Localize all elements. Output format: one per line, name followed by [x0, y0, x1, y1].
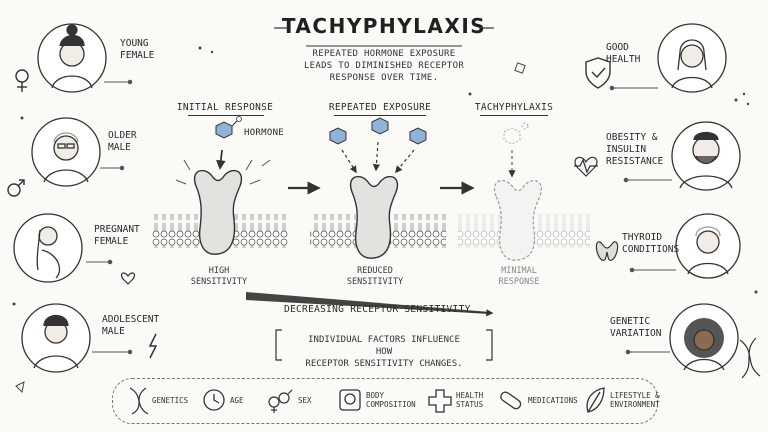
hormone-molecule-1 [215, 116, 242, 139]
receptor-high-sensitivity [193, 169, 243, 255]
factor-age: AGE [230, 396, 244, 405]
shield-check-icon [585, 57, 611, 89]
lightning-icon [148, 333, 158, 359]
decorative-triangle [15, 381, 25, 394]
portrait-young-female [37, 23, 107, 93]
portrait-obesity [671, 121, 741, 191]
caption-minimal-response: MINIMAL RESPONSE [498, 266, 540, 287]
factors-bar [112, 378, 658, 424]
portrait-genetic-variation [669, 303, 739, 373]
decorative-square [514, 62, 526, 74]
portrait-thyroid [675, 213, 741, 279]
portrait-good-health [657, 23, 727, 93]
dna-side-icon [739, 337, 761, 379]
stage-label-underline-2 [334, 115, 426, 116]
portrait-pregnant-female [13, 213, 83, 283]
note-bracket-left [275, 329, 282, 361]
factor-genetics: GENETICS [152, 396, 189, 405]
medical-cross-icon [428, 389, 452, 413]
decreasing-sensitivity-wedge [246, 292, 490, 314]
hormone-arrow-1 [216, 149, 226, 170]
clock-icon [203, 389, 225, 411]
hormone-arrow-2a [341, 149, 357, 174]
scale-icon [339, 389, 361, 411]
stage-label-underline-3 [480, 115, 548, 116]
female-symbol-icon [15, 69, 29, 92]
hormone-arrow-2b [372, 141, 381, 172]
note-bracket-right [486, 329, 493, 361]
title-underline-decoration [274, 27, 494, 47]
factor-dna-icon [129, 387, 149, 415]
caption-high-sensitivity: HIGH SENSITIVITY [190, 266, 248, 287]
factor-sex: SEX [298, 396, 312, 405]
subtitle: REPEATED HORMONE EXPOSURE LEADS TO DIMIN… [303, 49, 465, 83]
portrait-adolescent-male [21, 303, 91, 373]
receptor-reduced-sensitivity [349, 175, 399, 259]
heart-icon [120, 272, 136, 285]
receptor-minimal-response [494, 179, 542, 261]
hormone-arrow-2c [395, 149, 415, 174]
male-symbol-icon [7, 179, 25, 197]
sex-symbols-icon [268, 389, 293, 413]
factor-lifestyle-environment: LIFESTYLE &ENVIRONMENT [610, 391, 660, 409]
portrait-older-male [31, 117, 101, 187]
pill-icon [500, 391, 522, 410]
decorative-sparkles [12, 46, 758, 306]
thyroid-icon [595, 241, 619, 261]
stage-label-repeated: REPEATED EXPOSURE [328, 102, 432, 113]
stage-label-tachyphylaxis: TACHYPHYLAXIS [474, 102, 554, 113]
decreasing-sensitivity-label: DECREASING RECEPTOR SENSITIVITY [284, 304, 471, 315]
factor-medications: MEDICATIONS [528, 396, 578, 405]
leaf-icon [586, 387, 605, 413]
hormone-molecules-2 [329, 117, 427, 145]
heartbeat-icon [574, 156, 598, 177]
stage-label-underline-1 [188, 115, 264, 116]
page-title: TACHYPHYLAXIS [281, 14, 487, 38]
caption-reduced-sensitivity: REDUCED SENSITIVITY [346, 266, 404, 287]
individual-factors-note: INDIVIDUAL FACTORS INFLUENCE HOW RECEPTO… [305, 335, 463, 369]
hormone-molecule-3 [503, 122, 529, 145]
hormone-label: HORMONE [244, 128, 285, 138]
stage-label-initial: INITIAL RESPONSE [176, 102, 274, 113]
